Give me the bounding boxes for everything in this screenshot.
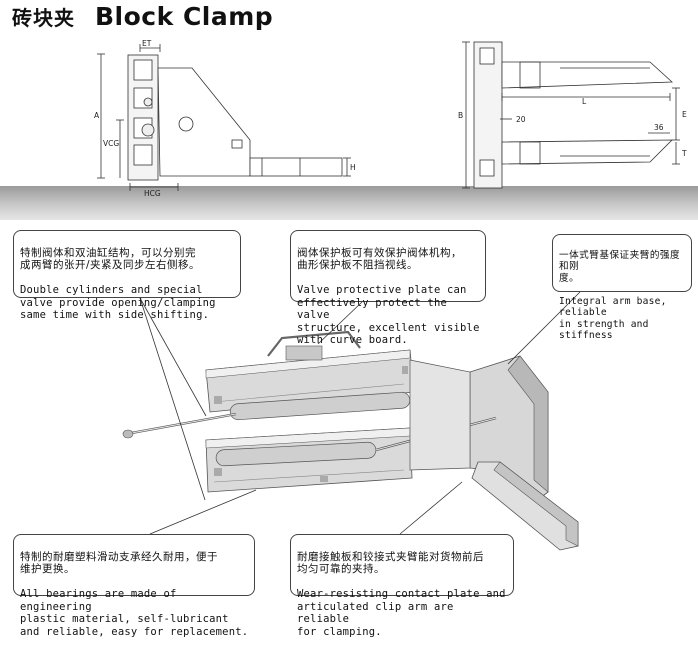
dim-e: E bbox=[682, 110, 687, 119]
dim-h: H bbox=[350, 163, 356, 172]
callout-text-cn: 一体式臂基保证夹臂的强度和刚 度。 bbox=[559, 249, 681, 284]
callout-text-cn: 阀体保护板可有效保护阀体机构， 曲形保护板不阻挡视线。 bbox=[297, 246, 462, 272]
top-view-drawing bbox=[462, 41, 680, 189]
dim-hcg: HCG bbox=[144, 189, 161, 198]
dim-t: T bbox=[681, 149, 687, 158]
dim-b: B bbox=[458, 111, 463, 120]
title-english: Block Clamp bbox=[95, 2, 274, 31]
callout-bearings: 特制的耐磨塑料滑动支承经久耐用，便于 维护更换。 All bearings ar… bbox=[13, 534, 255, 638]
callout-text-cn: 耐磨接触板和铰接式夹臂能对货物前后 均匀可靠的夹持。 bbox=[297, 550, 484, 576]
callout-contact-plate: 耐磨接触板和铰接式夹臂能对货物前后 均匀可靠的夹持。 Wear-resistin… bbox=[290, 534, 514, 638]
technical-drawing: ET A VCG HCG H B L 20 E 36 T bbox=[94, 39, 687, 551]
callout-text-cn: 特制阀体和双油缸结构，可以分别完 成两臂的张开/夹紧及同步左右侧移。 bbox=[20, 246, 201, 272]
callout-text-en: Wear-resisting contact plate and articul… bbox=[297, 588, 506, 638]
dim-20: 20 bbox=[516, 115, 526, 124]
dim-a: A bbox=[94, 111, 100, 120]
callout-text-en: Double cylinders and special valve provi… bbox=[20, 284, 216, 321]
dim-et: ET bbox=[142, 39, 152, 48]
leader-lines bbox=[139, 291, 581, 535]
callout-text-cn: 特制的耐磨塑料滑动支承经久耐用，便于 维护更换。 bbox=[20, 550, 218, 576]
callout-text-en: Valve protective plate can effectively p… bbox=[297, 284, 480, 346]
callout-integral-arm-base: 一体式臂基保证夹臂的强度和刚 度。 Integral arm base, rel… bbox=[552, 234, 692, 341]
dim-l: L bbox=[582, 97, 587, 106]
callout-text-en: All bearings are made of engineering pla… bbox=[20, 588, 249, 638]
callout-valve-protective-plate: 阀体保护板可有效保护阀体机构， 曲形保护板不阻挡视线。 Valve protec… bbox=[290, 230, 486, 346]
callout-double-cylinders: 特制阀体和双油缸结构，可以分别完 成两臂的张开/夹紧及同步左右侧移。 Doubl… bbox=[13, 230, 241, 321]
page-title: 砖块夹 Block Clamp bbox=[12, 2, 273, 34]
title-chinese: 砖块夹 bbox=[12, 6, 75, 30]
callout-text-en: Integral arm base, reliable in strength … bbox=[559, 295, 667, 342]
dim-vcg: VCG bbox=[103, 139, 119, 148]
clamp-illustration bbox=[122, 330, 579, 551]
divider-band bbox=[0, 186, 698, 220]
side-view-drawing bbox=[97, 44, 351, 191]
dim-36: 36 bbox=[654, 123, 664, 132]
